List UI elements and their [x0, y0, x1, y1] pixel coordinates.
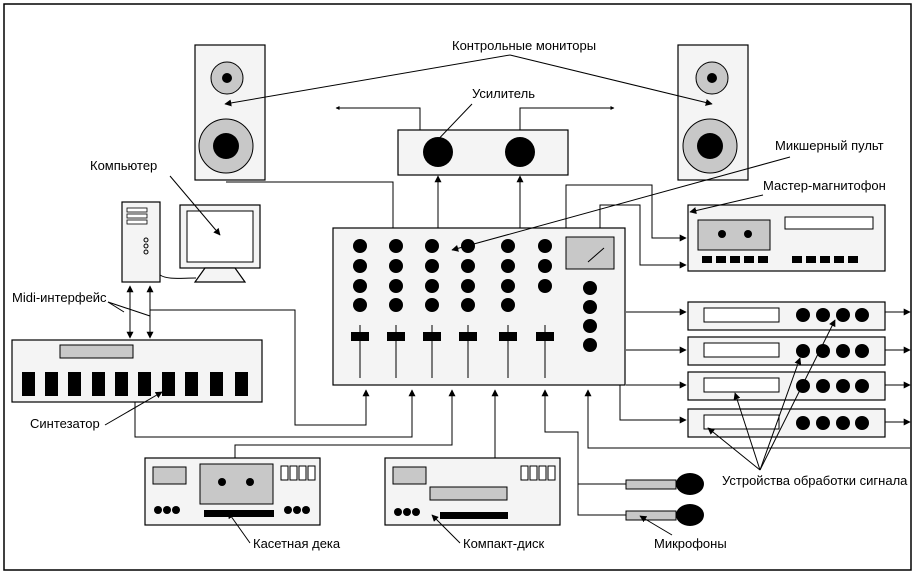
synthesizer: [11, 339, 263, 403]
label-synth: Синтезатор: [30, 416, 100, 431]
label-processors: Устройства обработки сигнала: [722, 473, 908, 488]
label-mixer: Микшерный пульт: [775, 138, 884, 153]
microphone-1: [625, 473, 704, 495]
computer: [121, 201, 261, 283]
outer-frame: [3, 3, 912, 571]
label-midi: Midi-интерфейс: [12, 290, 107, 305]
label-cassette: Касетная дека: [253, 536, 341, 551]
processor-1: [687, 301, 886, 331]
cassette-deck: [144, 457, 321, 526]
processor-2: [687, 336, 886, 366]
label-computer: Компьютер: [90, 158, 157, 173]
cd-player: [384, 457, 561, 526]
microphone-2: [625, 504, 704, 526]
master-recorder: [687, 204, 886, 272]
label-monitors: Контрольные мониторы: [452, 38, 596, 53]
mixer-knobs: [353, 239, 597, 352]
processor-4: [687, 408, 886, 438]
mixer-faders: [351, 325, 554, 378]
monitor-left: [194, 44, 266, 181]
label-master-recorder: Мастер-магнитофон: [763, 178, 886, 193]
mixer-meter: [565, 236, 615, 270]
mixer: [332, 227, 626, 386]
label-mics: Микрофоны: [654, 536, 727, 551]
processor-3: [687, 371, 886, 401]
amplifier: [397, 129, 569, 176]
label-cd: Компакт-диск: [463, 536, 544, 551]
label-amplifier: Усилитель: [472, 86, 535, 101]
monitor-right: [677, 44, 749, 181]
